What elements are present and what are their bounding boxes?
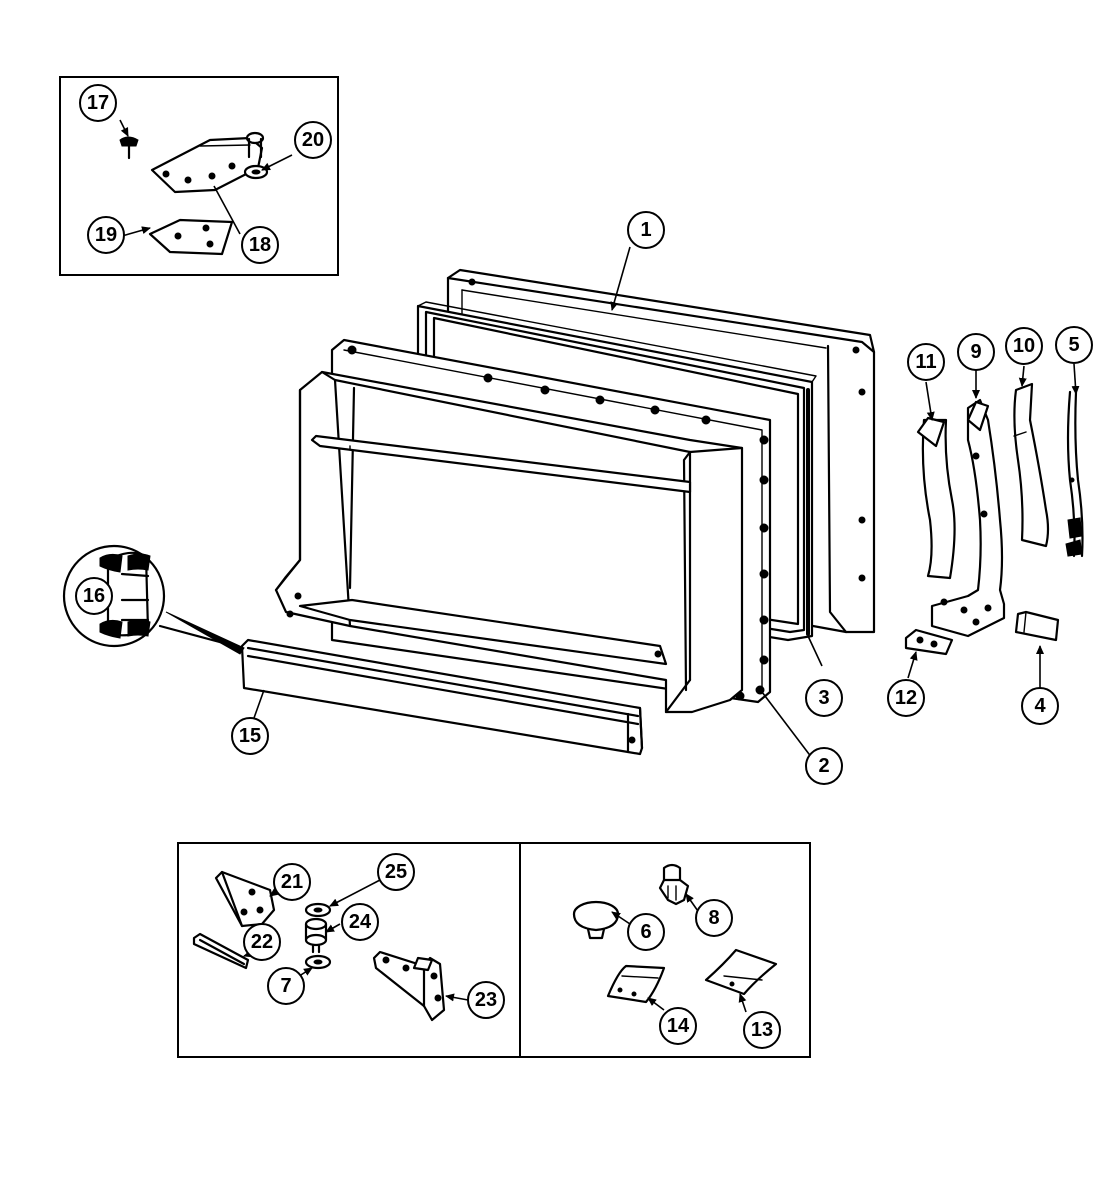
callout-11-label: 11 [915, 351, 936, 373]
callout-6-label: 6 [640, 921, 651, 943]
callout-20: 20 [294, 121, 332, 159]
hinge-pin-part [192, 932, 250, 970]
callout-4-label: 4 [1034, 695, 1046, 717]
hinge-bracket-part [214, 870, 276, 928]
door-bin-part [274, 370, 744, 714]
callout-23-label: 23 [475, 989, 497, 1011]
button-cap-part [572, 900, 620, 940]
callout-10-label: 10 [1013, 335, 1035, 357]
hinge-bushing-part [304, 917, 328, 954]
hardware-inset-right-border [519, 842, 811, 1058]
clip-part-14 [606, 964, 666, 1004]
hinge-screw-part [119, 136, 139, 160]
callout-16-label: 16 [83, 585, 105, 607]
plug-part [658, 863, 690, 906]
door-strip-part-10 [1013, 382, 1050, 548]
callout-7-label: 7 [280, 975, 291, 997]
hardware-inset-left [177, 842, 521, 1058]
callout-14-label: 14 [667, 1015, 690, 1037]
callout-5: 5 [1055, 326, 1093, 364]
bracket-plate-part [904, 628, 954, 656]
callout-22: 22 [243, 923, 281, 961]
callout-7: 7 [267, 967, 305, 1005]
callout-2-label: 2 [818, 755, 829, 777]
handle-trim-part [240, 638, 644, 756]
callout-17: 17 [79, 84, 117, 122]
callout-1-label: 1 [640, 219, 651, 241]
bottom-hinge-part [372, 950, 446, 1022]
callout-2: 2 [805, 747, 843, 785]
callout-15-label: 15 [239, 725, 261, 747]
callout-10: 10 [1005, 327, 1043, 365]
liner-holes [347, 345, 769, 701]
callout-8: 8 [695, 899, 733, 937]
callout-22-label: 22 [251, 931, 273, 953]
callout-14: 14 [659, 1007, 697, 1045]
callout-5-label: 5 [1068, 334, 1079, 356]
callout-21-label: 21 [281, 871, 303, 893]
callout-6: 6 [627, 913, 665, 951]
callout-17-label: 17 [87, 92, 109, 114]
callout-25: 25 [377, 853, 415, 891]
hinge-inset [59, 76, 339, 276]
end-cap-part [99, 551, 151, 639]
callout-21: 21 [273, 863, 311, 901]
callout-1: 1 [627, 211, 665, 249]
pad-part [1014, 610, 1060, 642]
callout-3-label: 3 [818, 687, 829, 709]
hinge-inset-border [59, 76, 339, 276]
clip-part-13 [704, 948, 778, 996]
callout-23: 23 [467, 981, 505, 1019]
hardware-inset-right [519, 842, 811, 1058]
callout-18-label: 18 [249, 234, 271, 256]
end-cap-detail [62, 544, 245, 655]
upper-hinge-part [150, 131, 265, 194]
callout-24-label: 24 [349, 911, 372, 933]
callout-20-label: 20 [302, 129, 324, 151]
callout-12-label: 12 [895, 687, 917, 709]
door-strip-part-11 [916, 416, 956, 580]
callout-25-label: 25 [385, 861, 407, 883]
callout-19-label: 19 [95, 224, 117, 246]
callout-19: 19 [87, 216, 125, 254]
door-rod-part [1065, 390, 1084, 558]
callout-8-label: 8 [708, 907, 719, 929]
hinge-shim-part [148, 218, 234, 256]
callout-12: 12 [887, 679, 925, 717]
callout-24: 24 [341, 903, 379, 941]
callout-16: 16 [75, 577, 113, 615]
callout-4: 4 [1021, 687, 1059, 725]
callout-9-label: 9 [970, 341, 981, 363]
callout-13-label: 13 [751, 1019, 773, 1041]
callout-3: 3 [805, 679, 843, 717]
callout-9: 9 [957, 333, 995, 371]
door-stop-bracket-part [930, 398, 1006, 638]
callout-11: 11 [907, 343, 945, 381]
callout-15: 15 [231, 717, 269, 755]
callout-18: 18 [241, 226, 279, 264]
callout-13: 13 [743, 1011, 781, 1049]
